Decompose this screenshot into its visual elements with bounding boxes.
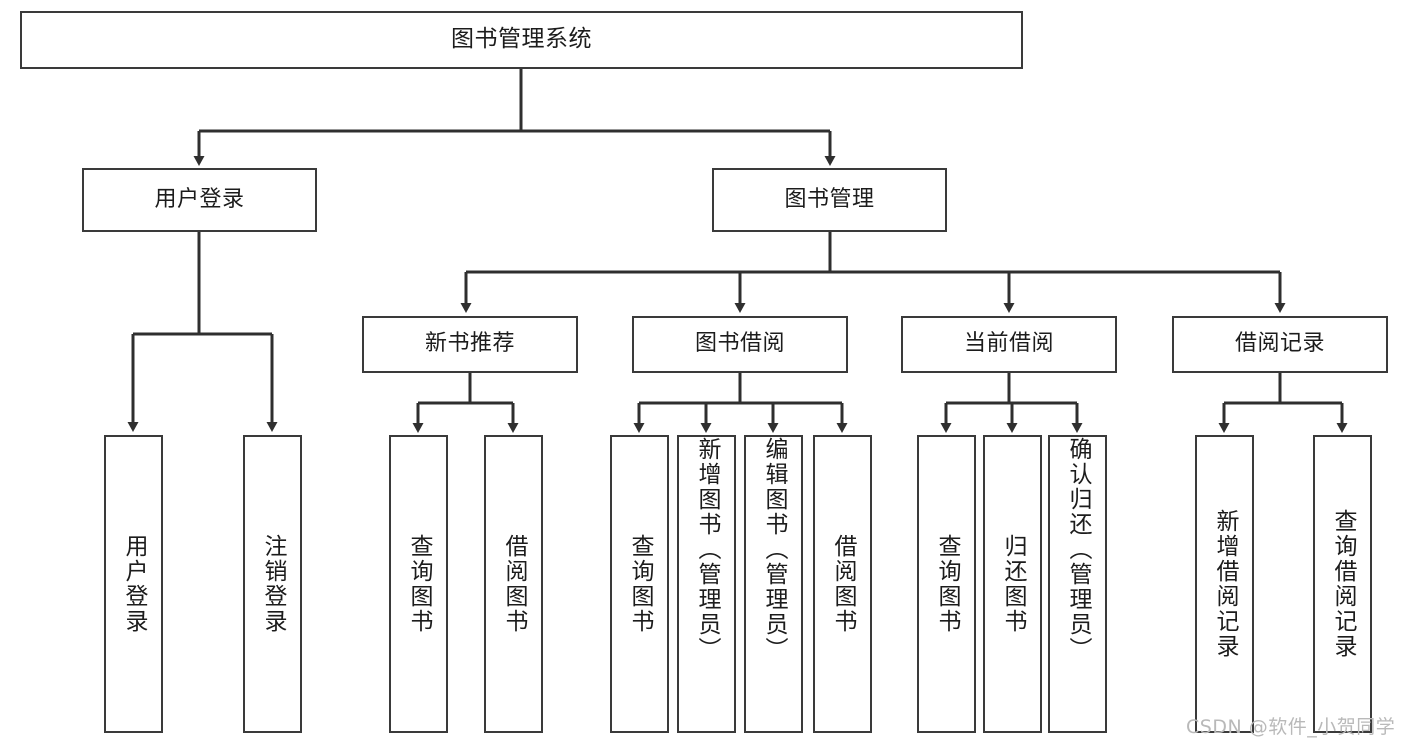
node-label: 新增借阅记录 (1212, 509, 1238, 659)
node-label: 用户登录 (154, 186, 245, 212)
node-label: 借阅记录 (1234, 331, 1325, 357)
node-user-login[interactable]: 用户登录 (82, 168, 317, 232)
leaf-return-book[interactable]: 归还图书 (983, 435, 1042, 733)
leaf-add-borrow-record[interactable]: 新增借阅记录 (1195, 435, 1254, 733)
node-root-system[interactable]: 图书管理系统 (20, 11, 1023, 69)
node-label: 图书管理系统 (451, 26, 592, 53)
leaf-query-borrow-record[interactable]: 查询借阅记录 (1313, 435, 1372, 733)
leaf-confirm-return-admin[interactable]: 确认归还（管理员） (1048, 435, 1107, 733)
node-label: 确认归还（管理员） (1065, 437, 1091, 662)
watermark-text: CSDN @软件_小贺同学 (1186, 716, 1396, 738)
leaf-add-book-admin[interactable]: 新增图书（管理员） (677, 435, 736, 733)
node-label: 注销登录 (260, 534, 286, 634)
node-book-management[interactable]: 图书管理 (712, 168, 947, 232)
node-label: 查询图书 (627, 534, 653, 634)
node-label: 借阅图书 (830, 534, 856, 634)
node-label: 查询借阅记录 (1330, 509, 1356, 659)
node-new-book-recommend[interactable]: 新书推荐 (362, 316, 578, 373)
node-label: 新增图书（管理员） (694, 437, 720, 662)
node-label: 当前借阅 (963, 331, 1054, 357)
node-current-borrow[interactable]: 当前借阅 (901, 316, 1117, 373)
node-book-borrow[interactable]: 图书借阅 (632, 316, 848, 373)
node-label: 查询图书 (934, 534, 960, 634)
node-label: 图书管理 (784, 186, 875, 212)
leaf-borrow-book-recommend[interactable]: 借阅图书 (484, 435, 543, 733)
leaf-query-book-recommend[interactable]: 查询图书 (389, 435, 448, 733)
node-label: 新书推荐 (424, 331, 515, 357)
leaf-borrow-book[interactable]: 借阅图书 (813, 435, 872, 733)
node-label: 图书借阅 (694, 331, 785, 357)
node-borrow-record[interactable]: 借阅记录 (1172, 316, 1388, 373)
node-label: 编辑图书（管理员） (761, 437, 787, 662)
leaf-query-book-current[interactable]: 查询图书 (917, 435, 976, 733)
node-label: 用户登录 (121, 534, 147, 634)
node-label: 归还图书 (1000, 534, 1026, 634)
node-label: 借阅图书 (501, 534, 527, 634)
leaf-logout[interactable]: 注销登录 (243, 435, 302, 733)
leaf-user-login[interactable]: 用户登录 (104, 435, 163, 733)
leaf-edit-book-admin[interactable]: 编辑图书（管理员） (744, 435, 803, 733)
node-label: 查询图书 (406, 534, 432, 634)
leaf-query-book-borrow[interactable]: 查询图书 (610, 435, 669, 733)
